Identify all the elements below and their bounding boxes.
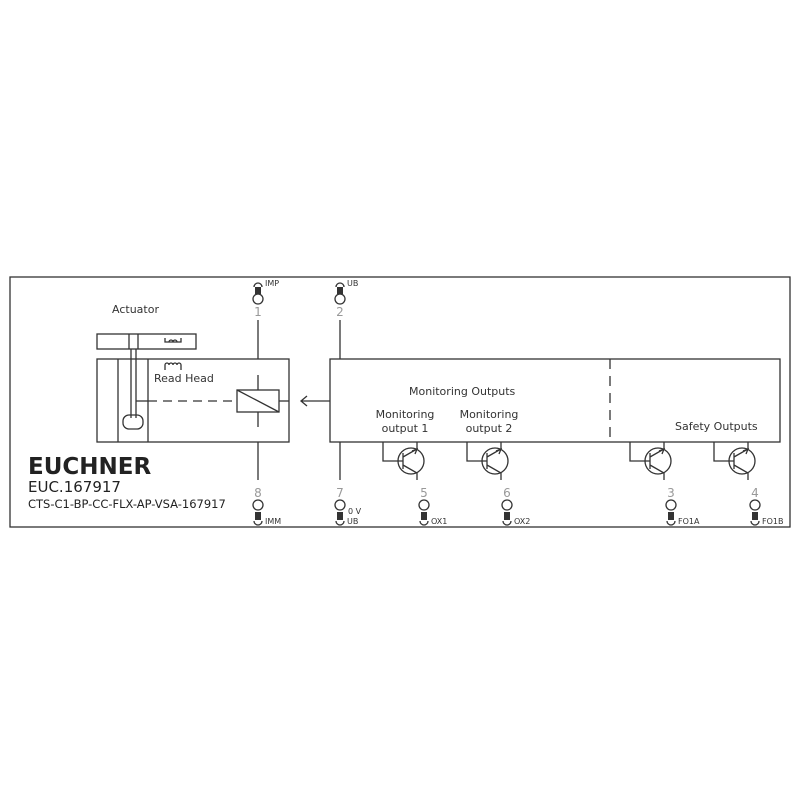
transistor-icon	[713, 442, 756, 480]
pin-label: FO1B	[762, 517, 783, 526]
pin-label: UB	[347, 279, 358, 288]
transistors	[382, 442, 756, 480]
pin-label: IMM	[265, 517, 281, 526]
mo2-label: Monitoring	[460, 408, 519, 421]
pin-2: UB 2	[334, 279, 358, 319]
pin-number: 8	[254, 486, 262, 500]
pin-label: IMP	[265, 279, 279, 288]
order-number: EUC.167917	[28, 478, 121, 496]
pin-number: 1	[254, 305, 262, 319]
actuator-icon	[96, 333, 197, 430]
pin-number: 5	[420, 486, 428, 500]
pin-7: 7UB	[334, 486, 358, 526]
pin-1: IMP 1	[252, 279, 279, 319]
model-name: CTS-C1-BP-CC-FLX-AP-VSA-167917	[28, 497, 226, 511]
brand-logo: EUCHNER	[28, 454, 151, 480]
pin-number: 7	[336, 486, 344, 500]
transistor-icon	[629, 442, 672, 480]
pin-label: FO1A	[678, 517, 700, 526]
pin-number: 6	[503, 486, 511, 500]
mo2-label: output 2	[466, 422, 513, 435]
mo1-label: Monitoring	[376, 408, 435, 421]
electronics-box	[329, 358, 781, 443]
diagram-frame	[9, 276, 791, 528]
transistor-icon	[382, 442, 425, 480]
coil-icon	[164, 362, 182, 370]
monitoring-outputs-label: Monitoring Outputs	[409, 385, 516, 398]
pin-number: 3	[667, 486, 675, 500]
relay-coil-icon	[236, 375, 289, 427]
arrow-icon	[299, 395, 330, 407]
safety-outputs-label: Safety Outputs	[675, 420, 758, 433]
actuator-label: Actuator	[112, 303, 159, 316]
pin-label: OX1	[431, 517, 447, 526]
transistor-icon	[466, 442, 509, 480]
mo1-label: output 1	[382, 422, 429, 435]
pin-label: UB	[347, 517, 358, 526]
read-head-label: Read Head	[154, 372, 214, 385]
pin-number: 2	[336, 305, 344, 319]
pin-7-voltage: 0 V	[348, 507, 362, 516]
pin-label: OX2	[514, 517, 530, 526]
pin-number: 4	[751, 486, 759, 500]
